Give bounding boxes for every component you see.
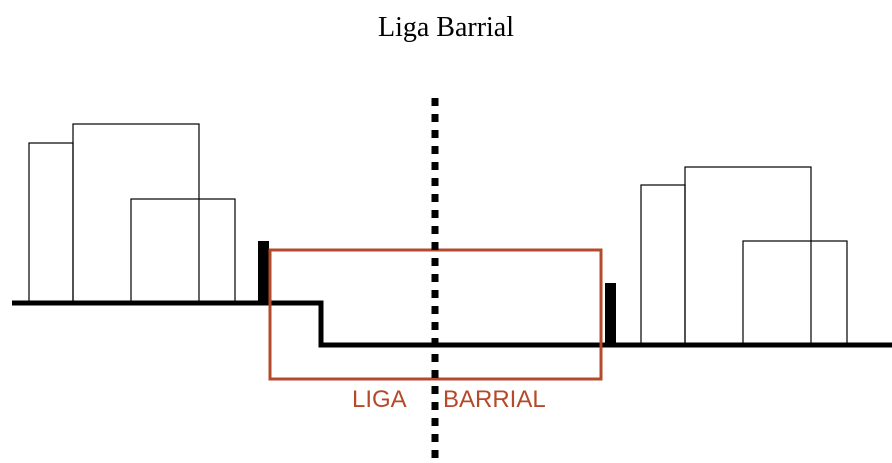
left-buildings (28, 123, 236, 304)
left-wall (258, 241, 269, 303)
left-building-3 (130, 198, 236, 304)
label-right: BARRIAL (443, 386, 546, 413)
right-wall (605, 283, 616, 345)
left-building-2 (72, 123, 200, 304)
diagram-title: Liga Barrial (377, 12, 515, 43)
right-building-3 (742, 240, 848, 346)
right-building-1 (640, 184, 686, 346)
right-buildings (640, 166, 848, 346)
left-building-1 (28, 142, 74, 304)
right-building-2 (684, 166, 812, 346)
ground-profile (12, 300, 892, 348)
label-left: LIGA (352, 386, 407, 413)
